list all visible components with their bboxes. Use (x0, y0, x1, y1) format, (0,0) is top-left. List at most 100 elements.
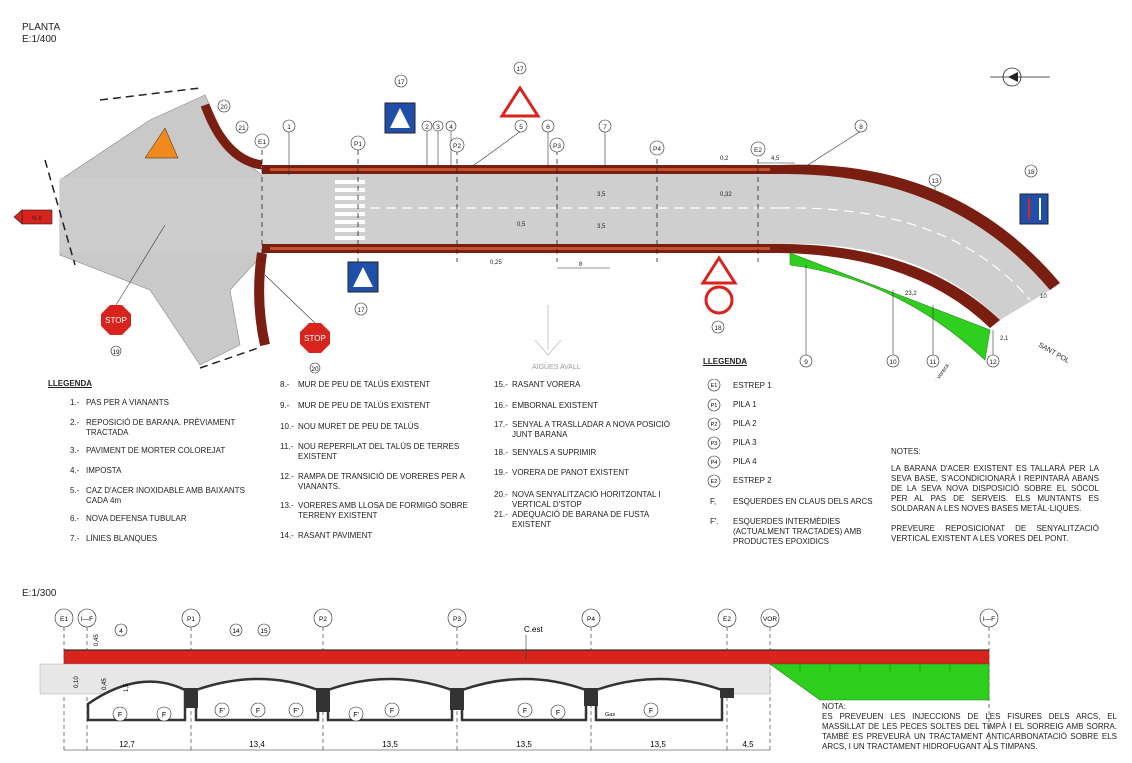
stop-sign-right (300, 323, 330, 353)
plan-drawing: N-II (13, 61, 1070, 380)
legend-title: LLEGENDA (48, 379, 92, 388)
curb-arc-top (200, 103, 263, 170)
svg-text:0,5: 0,5 (517, 222, 526, 228)
svg-text:F: F (390, 708, 394, 715)
road-label-sant-pol: SANT POL (1037, 342, 1070, 365)
svg-text:F': F' (219, 708, 225, 715)
priority-sign (704, 285, 734, 315)
svg-text:F': F' (293, 708, 299, 715)
left-road (60, 178, 270, 252)
svg-text:P3: P3 (553, 143, 561, 150)
plan-title: PLANTA (22, 22, 61, 33)
svg-text:19: 19 (112, 349, 120, 356)
curved-road (780, 171, 1050, 320)
svg-text:STOP: STOP (304, 334, 326, 343)
svg-text:F: F (256, 708, 260, 715)
svg-text:17: 17 (516, 66, 524, 73)
svg-text:17: 17 (357, 307, 365, 314)
svg-text:20: 20 (311, 366, 319, 373)
svg-text:P2: P2 (453, 143, 461, 150)
svg-text:12,7: 12,7 (119, 740, 135, 749)
elevation-green-slope (769, 663, 990, 701)
svg-text:13,4: 13,4 (249, 740, 265, 749)
svg-text:8: 8 (859, 124, 863, 131)
svg-text:3,5: 3,5 (597, 192, 606, 198)
svg-text:2: 2 (425, 124, 429, 131)
note2-title: NOTA: (822, 702, 846, 711)
svg-text:3: 3 (436, 124, 440, 131)
svg-text:E2: E2 (754, 147, 762, 154)
green-slope (789, 252, 991, 361)
crosswalk (335, 180, 365, 240)
two-way-sign (1019, 193, 1049, 225)
svg-text:10: 10 (1040, 294, 1047, 300)
svg-text:17: 17 (397, 79, 405, 86)
svg-text:9: 9 (804, 359, 808, 366)
elevation-scale: E:1/300 (22, 588, 57, 599)
svg-text:F': F' (353, 712, 359, 719)
svg-text:0,10: 0,10 (74, 676, 80, 688)
svg-text:4: 4 (449, 124, 453, 131)
note2-text: ES PREVEUEN LES INJECCIONS DE LES FISURE… (822, 712, 1117, 751)
svg-text:12: 12 (989, 359, 997, 366)
curb-arc-bottom (254, 252, 270, 347)
svg-text:0,2: 0,2 (720, 156, 729, 162)
n2-sign-label: N-II (32, 216, 42, 222)
svg-text:2,1: 2,1 (1000, 336, 1009, 342)
svg-text:STOP: STOP (105, 316, 127, 325)
svg-text:4,5: 4,5 (771, 156, 780, 162)
notes-title: NOTES: (891, 447, 921, 456)
elevation-drawing: E1 I—F 4 P1 14 15 P2 P3 P4 E2 VOR I—F (39, 608, 999, 751)
sidewalk-bottom (262, 244, 1000, 328)
svg-text:E2: E2 (711, 479, 718, 485)
svg-text:E1: E1 (258, 139, 266, 146)
svg-text:23,2: 23,2 (905, 291, 917, 297)
svg-text:I—F: I—F (81, 616, 93, 623)
svg-text:P4: P4 (653, 146, 661, 153)
svg-text:14: 14 (232, 628, 240, 635)
svg-text:P3: P3 (453, 616, 461, 623)
svg-text:0,25: 0,25 (490, 260, 502, 266)
svg-text:1,5: 1,5 (124, 683, 130, 692)
narrowing-sign (700, 255, 738, 285)
svg-text:P4: P4 (711, 460, 718, 466)
warning-sign-top (499, 85, 541, 118)
orange-island (144, 127, 179, 159)
svg-text:P2: P2 (319, 616, 327, 623)
svg-text:15: 15 (260, 628, 268, 635)
svg-text:0,45: 0,45 (102, 678, 108, 690)
svg-text:F: F (556, 710, 560, 717)
deck-band (63, 649, 990, 665)
svg-text:Gas: Gas (605, 712, 615, 718)
svg-text:VOR: VOR (763, 616, 777, 623)
svg-text:P3: P3 (711, 441, 718, 447)
svg-text:20: 20 (220, 104, 228, 111)
svg-text:E1: E1 (711, 383, 718, 389)
svg-text:P4: P4 (587, 616, 595, 623)
svg-text:E1: E1 (60, 616, 68, 623)
svg-text:13,5: 13,5 (382, 740, 398, 749)
svg-text:F: F (649, 708, 653, 715)
svg-text:8: 8 (579, 262, 583, 268)
svg-text:E2: E2 (723, 616, 731, 623)
notes-p2: PREVEURE REPOSICIONAT DE SENYALITZACIÓ V… (891, 524, 1099, 543)
svg-text:3,5: 3,5 (597, 224, 606, 230)
svg-text:4,5: 4,5 (742, 740, 754, 749)
svg-text:5: 5 (519, 124, 523, 131)
svg-text:18: 18 (1027, 169, 1035, 176)
svg-text:11: 11 (930, 359, 937, 366)
svg-text:6: 6 (546, 124, 550, 131)
stop-sign-left (101, 305, 131, 335)
svg-text:0,45: 0,45 (94, 634, 100, 646)
svg-text:P1: P1 (187, 616, 195, 623)
svg-text:10: 10 (889, 359, 897, 366)
svg-text:0,32: 0,32 (720, 192, 732, 198)
svg-text:7: 7 (603, 124, 607, 131)
svg-text:F: F (118, 712, 122, 719)
svg-text:P1: P1 (354, 141, 362, 148)
svg-text:1: 1 (287, 124, 291, 131)
notes-p1: LA BARANA D'ACER EXISTENT ES TALLARÀ PER… (891, 464, 1099, 513)
svg-text:P1: P1 (711, 403, 718, 409)
cest-label: C.est (524, 625, 543, 634)
svg-text:F: F (523, 708, 527, 715)
